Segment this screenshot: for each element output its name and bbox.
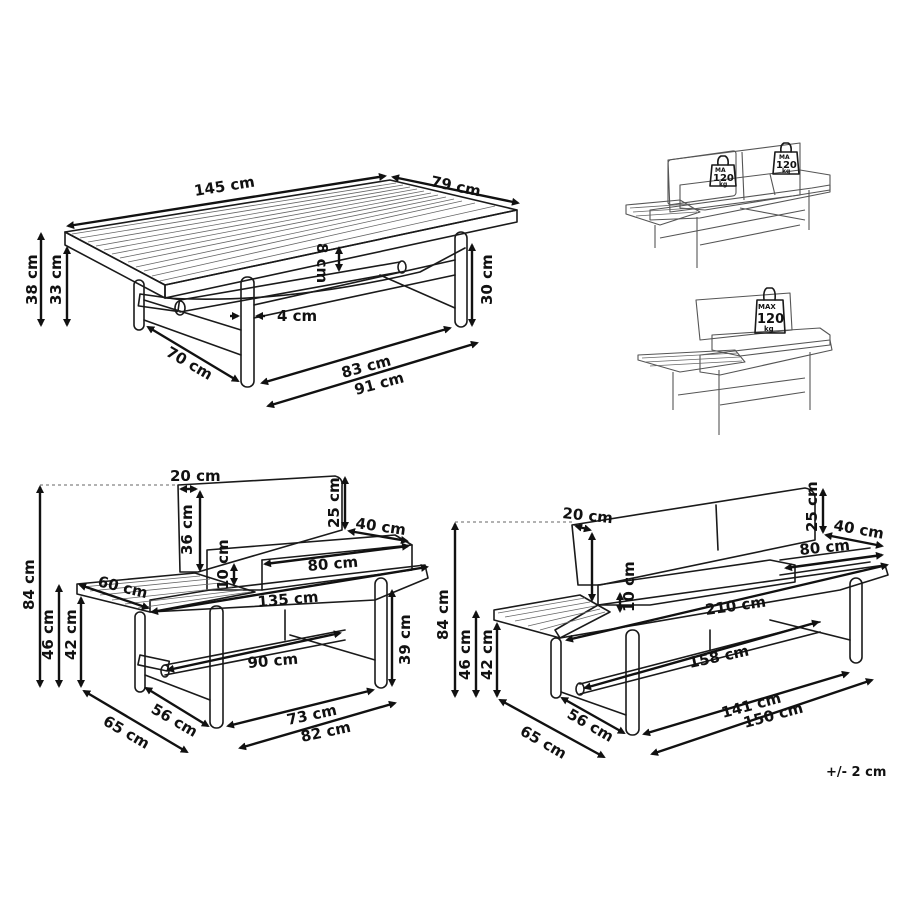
label-chair-back-depth: 20 cm bbox=[170, 467, 221, 485]
svg-text:120: 120 bbox=[776, 160, 797, 171]
svg-text:MAX: MAX bbox=[758, 303, 776, 311]
label-chair-cushion-width: 80 cm bbox=[307, 553, 359, 575]
chair-load-drawing: MAX 120 kg bbox=[637, 287, 833, 435]
label-sofa-cushion-width: 80 cm bbox=[799, 536, 851, 559]
label-chair-bar-length: 90 cm bbox=[247, 650, 299, 672]
tolerance-note: +/- 2 cm bbox=[826, 765, 887, 780]
label-table-leg-height: 30 cm bbox=[478, 254, 496, 305]
label-table-length: 145 cm bbox=[193, 173, 256, 200]
label-sofa-cushion-height: 10 cm bbox=[620, 561, 638, 612]
label-sofa-back-depth: 20 cm bbox=[562, 504, 614, 527]
label-table-leg-diameter: 4 cm bbox=[277, 307, 317, 325]
label-table-top-thickness: 8 cm bbox=[313, 243, 331, 283]
weight-icon: MA 120 kg bbox=[772, 142, 800, 175]
label-sofa-bar-length: 158 cm bbox=[687, 642, 750, 672]
sofa-load-drawing: MA 120 kg MA 120 kg bbox=[625, 142, 831, 268]
label-chair-back-top: 25 cm bbox=[325, 477, 343, 528]
label-table-leg-depth: 70 cm bbox=[163, 343, 216, 384]
label-chair-seat-height: 46 cm bbox=[39, 609, 57, 660]
table-dimensions: 145 cm 79 cm 38 cm 33 cm 30 cm 8 cm 4 cm… bbox=[23, 172, 520, 409]
coffee-table-drawing bbox=[64, 179, 518, 388]
label-chair-side-table: 60 cm bbox=[96, 572, 149, 602]
label-chair-leg-height: 39 cm bbox=[396, 614, 414, 665]
label-sofa-frame-height: 42 cm bbox=[478, 629, 496, 680]
label-table-total-height: 38 cm bbox=[23, 254, 41, 305]
label-sofa-seat-height: 46 cm bbox=[456, 629, 474, 680]
weight-icon: MAX 120 kg bbox=[754, 287, 786, 334]
svg-text:MA: MA bbox=[715, 167, 726, 174]
svg-text:120: 120 bbox=[757, 312, 784, 327]
weight-icon: MA 120 kg bbox=[709, 155, 737, 188]
label-sofa-depth: 65 cm bbox=[517, 722, 570, 763]
label-chair-depth: 65 cm bbox=[100, 712, 153, 753]
label-table-frame-height: 33 cm bbox=[47, 254, 65, 305]
label-chair-cushion-height: 10 cm bbox=[214, 539, 232, 590]
label-sofa-total-length: 210 cm bbox=[704, 593, 767, 619]
label-chair-total-length: 135 cm bbox=[257, 588, 319, 611]
svg-text:kg: kg bbox=[782, 168, 790, 175]
label-chair-back-height: 36 cm bbox=[178, 504, 196, 555]
label-chair-seat-depth: 40 cm bbox=[354, 514, 407, 539]
label-chair-frame-height: 42 cm bbox=[62, 609, 80, 660]
label-chair-total-height: 84 cm bbox=[20, 559, 38, 610]
svg-text:MA: MA bbox=[779, 154, 790, 161]
svg-text:120: 120 bbox=[713, 173, 734, 184]
svg-text:kg: kg bbox=[764, 325, 774, 333]
label-sofa-back-top: 25 cm bbox=[803, 481, 821, 532]
svg-text:kg: kg bbox=[719, 181, 727, 188]
label-sofa-total-height: 84 cm bbox=[434, 589, 452, 640]
